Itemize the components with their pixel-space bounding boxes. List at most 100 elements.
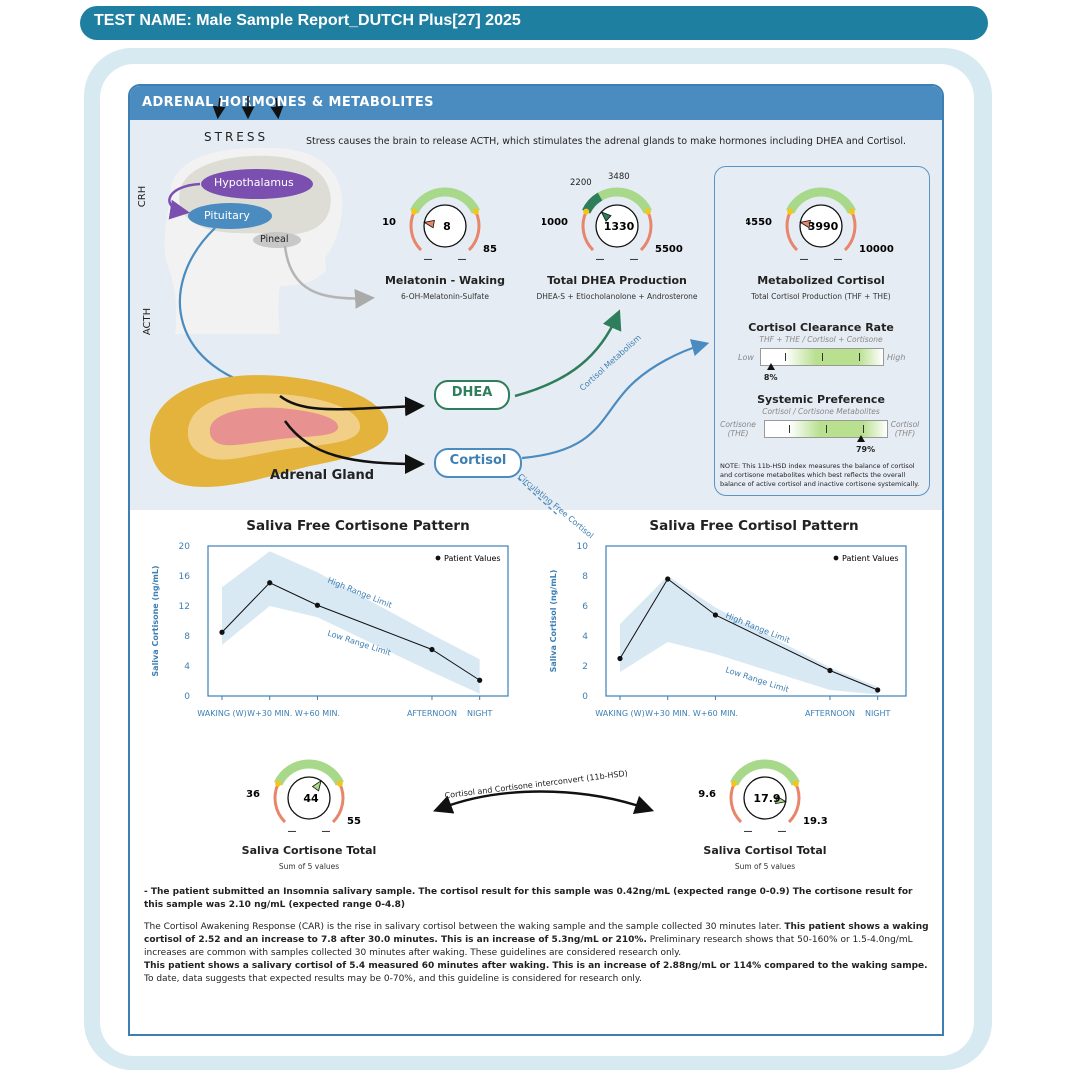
hypothalamus-label: Hypothalamus — [214, 176, 294, 189]
y-tick-label: 20 — [179, 542, 191, 552]
cortisol-node — [434, 448, 522, 478]
bar-tick — [858, 353, 860, 361]
acth-label: ACTH — [142, 307, 154, 336]
dhea-label: DHEA — [451, 385, 493, 400]
y-axis-label: Saliva Cortisone (ng/mL) — [151, 565, 160, 676]
gauge-value: 44 — [303, 792, 319, 805]
patient-point — [314, 602, 321, 608]
dhea-subtitle: DHEA-S + Etiocholanolone + Androsterone — [536, 292, 698, 301]
gauge-low-arc — [409, 210, 423, 252]
intro-text: Stress causes the brain to release ACTH,… — [306, 136, 906, 147]
bar-marker — [857, 435, 866, 442]
y-tick-label: 8 — [184, 632, 190, 642]
gauge-low-star — [787, 208, 794, 215]
preference-subtitle: Cortisol / Cortisone Metabolites — [762, 407, 880, 416]
reference-range-band — [620, 576, 878, 695]
gauge-high-star — [848, 208, 855, 215]
gauge-high-star — [472, 208, 479, 215]
dhea-node — [434, 380, 510, 410]
cortisol-label: Cortisol — [449, 453, 507, 468]
adrenal-gland-label: Adrenal Gland — [270, 468, 375, 483]
notes-section: - The patient submitted an Insomnia sali… — [144, 886, 930, 995]
pituitary-shape — [188, 203, 272, 229]
gauge-center — [799, 204, 843, 248]
adrenal-illustration — [149, 96, 710, 516]
x-tick-label: W+60 MIN. — [693, 709, 738, 718]
bar-tick — [862, 425, 864, 433]
y-tick-label: 0 — [184, 692, 190, 702]
patient-point — [617, 655, 623, 662]
melatonin-gauge: 8 10 85 — [382, 187, 497, 260]
y-tick-label: 8 — [582, 572, 588, 582]
x-tick-label: W+30 MIN. — [645, 709, 690, 718]
reference-range-band — [222, 551, 480, 694]
pineal-shape — [253, 232, 301, 248]
clearance-subtitle: THF + THE / Cortisol + Cortisone — [759, 335, 883, 344]
cortisol-pattern-title: Saliva Free Cortisol Pattern — [649, 518, 859, 534]
dhea-title: Total DHEA Production — [547, 274, 687, 287]
preference-left-label: Cortisone (THE) — [720, 420, 756, 438]
y-tick-label: 4 — [184, 662, 190, 672]
gauge-high-label: 55 — [347, 816, 361, 827]
gauge-low-arc — [273, 782, 287, 824]
gauge-low-label: 10 — [382, 217, 396, 228]
y-tick-label: 6 — [582, 602, 588, 612]
saliva-cortisone-gauge: 44 36 55 — [246, 759, 361, 832]
gauge-value: 8 — [443, 220, 451, 233]
interconvert-arrow — [433, 790, 655, 815]
x-tick-label: NIGHT — [467, 709, 493, 718]
gauge-high-arc — [331, 782, 345, 824]
clearance-high-label: High — [887, 353, 906, 362]
gauge-pointer — [311, 779, 322, 792]
gauge-high-arc — [639, 210, 653, 252]
gauge-value: 17.9 — [753, 792, 780, 805]
patient-point — [219, 629, 225, 635]
gauge-high-label: 85 — [483, 244, 497, 255]
saliva-cortisol-title: Saliva Cortisol Total — [703, 844, 827, 857]
gauge-low-label: 36 — [246, 789, 260, 800]
gauge-low-star — [275, 780, 282, 787]
stress-label: STRESS — [204, 130, 269, 144]
gauge-normal-arc — [410, 187, 480, 214]
w60-note-result: This patient shows a salivary cortisol o… — [144, 961, 928, 971]
clearance-rate-bar — [760, 348, 884, 370]
gauge-optimal-arc — [582, 192, 603, 214]
systemic-preference-bar — [764, 420, 888, 442]
insomnia-note: - The patient submitted an Insomnia sali… — [144, 887, 913, 910]
y-tick-label: 4 — [582, 632, 588, 642]
preference-title: Systemic Preference — [757, 393, 885, 406]
patient-point — [875, 687, 881, 693]
hypothalamus-shape — [201, 169, 313, 199]
gauge-high-arc — [843, 210, 857, 252]
x-tick-label: AFTERNOON — [407, 709, 457, 718]
gauge-value: 1330 — [604, 220, 635, 233]
gauge-normal-arc — [274, 759, 344, 786]
report-title-bar: TEST NAME: Male Sample Report_DUTCH Plus… — [80, 6, 988, 40]
x-tick-label: NIGHT — [865, 709, 891, 718]
legend-marker — [435, 555, 441, 561]
saliva-cortisol-gauge: 17.99.619.3 — [698, 759, 828, 832]
dhea-mark2: 3480 — [608, 172, 630, 182]
metabolized-cortisol-subtitle: Total Cortisol Production (THF + THE) — [751, 292, 891, 301]
bar-tick — [822, 353, 823, 361]
legend-marker — [833, 555, 839, 561]
y-tick-label: 12 — [179, 602, 190, 612]
patient-point — [712, 612, 719, 618]
gauge-high-star — [644, 208, 651, 215]
gauge-low-label: 1000 — [542, 217, 568, 228]
gauge-center — [423, 204, 467, 248]
patient-point — [429, 646, 435, 653]
gauge-normal-arc — [786, 187, 856, 214]
car-note-guideline: Preliminary research shows that 50-160% … — [144, 935, 913, 958]
metabolized-cortisol-box — [714, 166, 930, 496]
gauge-low-star — [731, 780, 738, 787]
x-tick-label: WAKING (W) — [197, 709, 246, 718]
y-axis-label: Saliva Cortisol (ng/mL) — [549, 570, 558, 673]
y-tick-label: 2 — [582, 662, 588, 672]
legend-label: Patient Values — [842, 554, 899, 563]
patient-point — [665, 576, 671, 582]
gauge-low-star — [411, 208, 418, 215]
gauge-high-label: 10000 — [859, 244, 894, 255]
